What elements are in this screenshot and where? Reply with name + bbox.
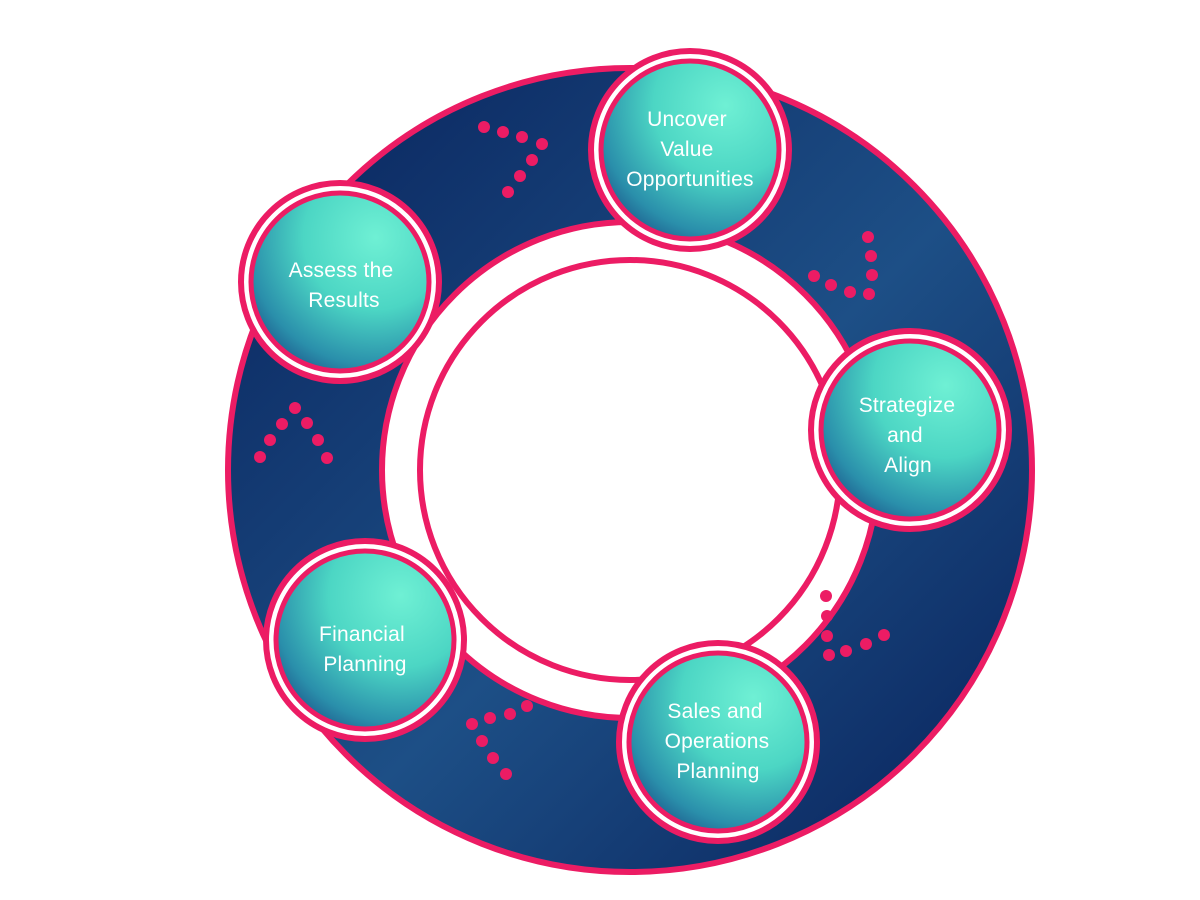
arrow-assess-to-uncover: [478, 121, 548, 198]
stage-assess-line-2: Results: [308, 289, 379, 312]
arrow-sales-to-financial: [466, 700, 533, 780]
stage-uncover-node: Uncover Value Opportunities: [588, 48, 792, 252]
stage-sales-line-1: Sales and: [667, 700, 762, 723]
stage-uncover-line-2: Value: [660, 138, 713, 161]
stage-strategize-line-2: and: [887, 424, 923, 447]
stage-uncover-line-3: Opportunities: [626, 168, 754, 191]
stage-strategize-line-1: Strategize: [859, 394, 956, 417]
svg-text:Financial Planning: Financial Planning: [319, 623, 411, 676]
stage-financial-node: Financial Planning: [263, 538, 467, 742]
svg-text:Strategize and Ali: Strategize and Align: [859, 394, 962, 477]
stage-assess-line-1: Assess the: [289, 259, 394, 282]
stage-sales-line-2: Operations: [665, 730, 770, 753]
arrow-uncover-to-strategize: [808, 231, 878, 300]
arrow-strategize-to-sales: [820, 590, 890, 661]
stage-strategize-node: Strategize and Align: [808, 328, 1012, 532]
stage-sales-line-3: Planning: [676, 760, 759, 783]
stage-uncover-line-1: Uncover: [647, 108, 727, 131]
svg-text:Uncover Value Oppo: Uncover Value Opportunities: [626, 108, 754, 191]
svg-text:Sales and Operations: Sales and Operations Planning: [665, 700, 776, 783]
stage-strategize-line-3: Align: [884, 454, 932, 477]
stage-financial-line-2: Planning: [323, 653, 406, 676]
svg-text:Assess the Results: Assess the Results: [289, 259, 400, 312]
arrow-financial-to-assess: [254, 402, 333, 464]
stage-sales-node: Sales and Operations Planning: [616, 640, 820, 844]
stage-assess-node: Assess the Results: [238, 180, 442, 384]
stage-financial-line-1: Financial: [319, 623, 405, 646]
